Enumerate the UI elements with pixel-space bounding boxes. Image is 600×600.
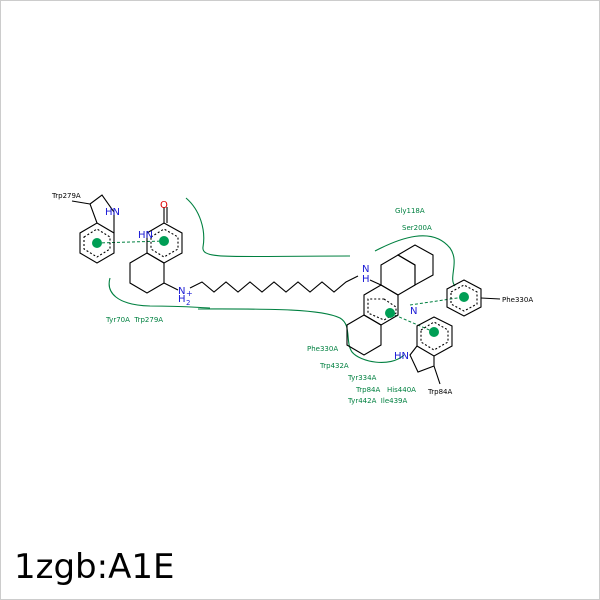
residue-labels: Trp279A Gly118A Ser200A Phe330A Tyr70A T…	[51, 192, 533, 405]
atom-n-acridine: N	[410, 306, 417, 317]
contact-arc-upper	[185, 197, 351, 258]
atom-o-carbonyl: O	[160, 200, 168, 211]
contact-arc-gly118	[374, 235, 456, 287]
label-trp279-top: Trp279A	[51, 192, 81, 200]
pi-center-trp84	[429, 327, 439, 337]
atom-hn-trp84: HN	[394, 351, 409, 362]
pi-center-tacrine	[385, 308, 395, 318]
pi-stacking-lines	[96, 240, 465, 333]
atom-hn-trp279: HN	[105, 207, 120, 218]
amine-bond	[163, 282, 179, 291]
trp279-indole	[71, 194, 115, 264]
phe330-aromatic-inner	[450, 284, 478, 312]
atom-n-right-top: N	[362, 264, 369, 275]
label-phe330-right: Phe330A	[502, 296, 533, 304]
atom-h-right: H	[362, 274, 370, 285]
pi-line-left	[96, 240, 165, 244]
phe330-benzene	[446, 279, 482, 317]
tacrine-benzo-ring	[346, 314, 382, 356]
atom-sub-amine-left: 2	[186, 299, 190, 307]
trp84-indole	[409, 316, 453, 385]
label-trp432: Trp432A	[319, 362, 349, 370]
trp84-cb-bond	[433, 365, 441, 385]
phe330-ring	[446, 279, 501, 317]
trp279-pyrrole	[89, 194, 115, 233]
right-tacrine	[346, 244, 434, 356]
label-trp84-bottom: Trp84A	[427, 388, 452, 396]
atom-charge-amine-left: +	[186, 289, 193, 298]
contact-arc-tyr70	[108, 277, 211, 309]
tacrine-cyclohexyl	[396, 244, 434, 286]
alkyl-chain	[189, 275, 359, 293]
left-bicycle	[129, 207, 183, 294]
pi-center-pyridone	[159, 236, 169, 246]
label-trp84-his440: Trp84A His440A	[355, 386, 416, 394]
contact-arc-lower	[197, 308, 405, 363]
pi-center-trp279	[92, 238, 102, 248]
atom-h-amine-left: H	[178, 294, 186, 305]
cyclohexene-ring	[129, 252, 165, 294]
label-tyr70-trp279: Tyr70A Trp279A	[105, 316, 163, 324]
label-tyr334: Tyr334A	[347, 374, 377, 382]
label-ser200: Ser200A	[402, 224, 432, 232]
pdb-ligand-title: 1zgb:A1E	[14, 547, 175, 587]
label-gly118: Gly118A	[395, 207, 425, 215]
atom-n-amine-left: N	[178, 286, 185, 297]
phe330-cb-bond	[480, 297, 501, 300]
label-phe330-left: Phe330A	[307, 345, 338, 353]
trp279-aromatic-inner	[83, 228, 111, 258]
contact-arcs	[108, 197, 456, 363]
tacrine-ring-top	[380, 254, 416, 296]
pi-line-phe330	[409, 296, 465, 306]
tacrine-amine-bond	[369, 279, 382, 286]
trp84-pyrrole	[409, 345, 435, 373]
atom-hn-pyridone: HN	[138, 230, 153, 241]
pi-center-phe330	[459, 292, 469, 302]
pi-line-trp84	[389, 312, 435, 333]
tacrine-pyridine-inner	[367, 298, 397, 321]
pi-centers	[92, 236, 469, 337]
trp279-cb-bond	[71, 200, 91, 205]
atom-labels: HN HN O N H 2 + N H N HN	[105, 200, 417, 362]
label-tyr442-ile439: Tyr442A Ile439A	[347, 397, 407, 405]
